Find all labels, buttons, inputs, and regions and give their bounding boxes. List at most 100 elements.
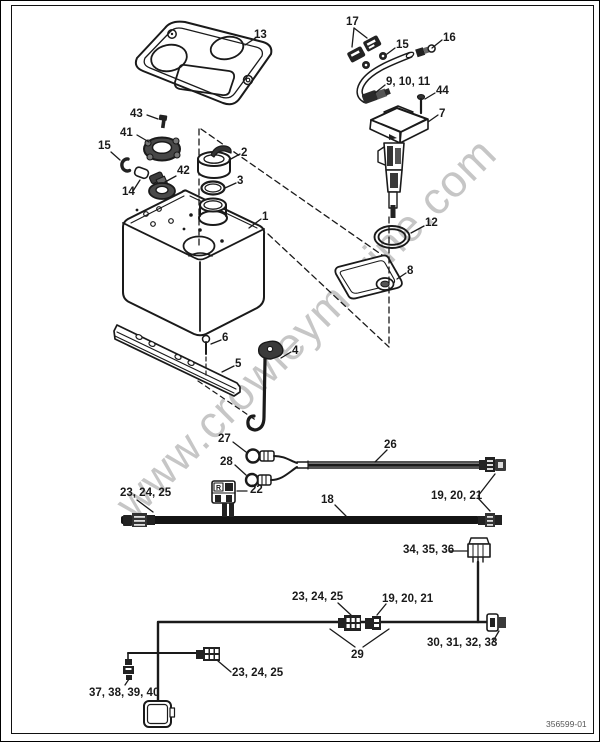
part-22-fuse-connector: R bbox=[211, 480, 236, 517]
callout-15-top: 15 bbox=[396, 39, 409, 51]
callout-5: 5 bbox=[235, 358, 242, 370]
leader-43 bbox=[146, 114, 159, 120]
callout-17: 17 bbox=[346, 16, 359, 28]
harness-module-box bbox=[143, 700, 176, 728]
leader-8 bbox=[396, 272, 407, 280]
callout-2: 2 bbox=[241, 147, 248, 159]
callout-34-35-36: 34, 35, 36 bbox=[403, 544, 455, 556]
document-number: 356599-01 bbox=[546, 719, 587, 729]
callout-4: 4 bbox=[292, 345, 299, 357]
leader-28 bbox=[234, 464, 247, 476]
part-26-sender-lead-wire bbox=[296, 457, 506, 472]
part-29-wiring-harness bbox=[127, 560, 492, 704]
part-13-tank-cover bbox=[134, 20, 273, 106]
part-1-fuel-tank bbox=[122, 189, 266, 337]
callout-14: 14 bbox=[122, 186, 135, 198]
callout-42: 42 bbox=[177, 165, 190, 177]
callout-19-20-21-mid: 19, 20, 21 bbox=[382, 593, 434, 605]
part-2-filler-cap bbox=[197, 145, 232, 179]
leader-29b bbox=[362, 628, 390, 648]
connector-22-marking: R bbox=[216, 485, 221, 492]
connector-19-20-21-mid bbox=[365, 616, 381, 630]
callout-12: 12 bbox=[425, 217, 438, 229]
part-9-10-11-elbow-fitting bbox=[361, 88, 391, 104]
part-6-screw bbox=[201, 334, 211, 376]
tank-filler-neck bbox=[198, 197, 228, 226]
leader-18 bbox=[334, 504, 347, 517]
leader-42 bbox=[164, 175, 177, 183]
callout-13: 13 bbox=[254, 29, 267, 41]
callout-1: 1 bbox=[262, 211, 269, 223]
part-15-hose-clamps bbox=[362, 52, 387, 69]
leader-lines bbox=[110, 27, 500, 686]
connector-37-38-39-40 bbox=[123, 659, 134, 680]
leader-41 bbox=[136, 134, 150, 143]
leader-23-24-25-left bbox=[136, 499, 154, 513]
leader-44 bbox=[424, 92, 436, 100]
callout-7: 7 bbox=[439, 108, 446, 120]
leader-15-left bbox=[110, 151, 121, 161]
leader-12 bbox=[410, 225, 425, 234]
part-8-retainer-plate bbox=[334, 254, 403, 300]
callout-37-38-39-40: 37, 38, 39, 40 bbox=[89, 687, 160, 699]
fuel-hose bbox=[356, 51, 415, 104]
part-15-clip-left bbox=[120, 157, 132, 173]
leader-3 bbox=[224, 182, 237, 189]
callout-8: 8 bbox=[407, 265, 414, 277]
part-12-o-ring bbox=[373, 225, 411, 249]
callout-26: 26 bbox=[384, 439, 397, 451]
callout-43: 43 bbox=[130, 108, 143, 120]
leader-30-31-32-33 bbox=[491, 630, 500, 644]
leader-5 bbox=[221, 365, 235, 373]
leader-1 bbox=[248, 218, 262, 229]
callout-18: 18 bbox=[321, 494, 334, 506]
callout-41: 41 bbox=[120, 127, 133, 139]
leader-19-20-21-b bbox=[477, 497, 491, 512]
leader-4 bbox=[280, 351, 292, 359]
leader-16 bbox=[431, 39, 443, 49]
leader-19-20-21-a bbox=[477, 473, 496, 497]
leader-9-10-11 bbox=[374, 84, 386, 94]
callout-23-24-25-mid: 23, 24, 25 bbox=[292, 591, 344, 603]
callout-23-24-25-left: 23, 24, 25 bbox=[120, 487, 172, 499]
leader-26 bbox=[374, 449, 388, 463]
part-43-screw bbox=[158, 114, 168, 129]
leader-23-24-25-mid bbox=[337, 602, 352, 616]
part-44-screw bbox=[416, 93, 426, 115]
leader-37-38-39-40 bbox=[124, 678, 130, 686]
leader-19-20-21-mid bbox=[376, 603, 387, 616]
leader-27 bbox=[232, 441, 247, 453]
callout-3: 3 bbox=[237, 175, 244, 187]
part-28-ring-terminal bbox=[244, 466, 298, 488]
leader-2 bbox=[228, 153, 241, 161]
part-27-ring-terminal bbox=[245, 448, 298, 464]
callout-16: 16 bbox=[443, 32, 456, 44]
leader-17a bbox=[353, 27, 368, 39]
leader-14 bbox=[132, 179, 141, 192]
leader-15-top bbox=[386, 47, 396, 55]
callout-23-24-25-bottom: 23, 24, 25 bbox=[232, 667, 284, 679]
callout-19-20-21-right: 19, 20, 21 bbox=[431, 490, 483, 502]
callout-6: 6 bbox=[222, 332, 229, 344]
part-3-gasket bbox=[200, 180, 226, 196]
connector-23-24-25-bottom bbox=[196, 647, 220, 661]
part-16-fitting bbox=[415, 44, 436, 58]
leader-23-24-25-bottom bbox=[217, 660, 232, 673]
part-4-hold-down-rod bbox=[197, 340, 284, 432]
part-14-spacer bbox=[133, 166, 150, 180]
part-42-pickup-fitting bbox=[148, 171, 176, 200]
callout-15-left: 15 bbox=[98, 140, 111, 152]
leader-13 bbox=[244, 36, 258, 46]
callout-30-31-32-33: 30, 31, 32, 33 bbox=[427, 637, 498, 649]
connector-30-31-32-33 bbox=[486, 613, 506, 632]
connector-23-24-25-mid bbox=[338, 615, 361, 631]
leader-29a bbox=[329, 628, 356, 648]
leader-7 bbox=[427, 114, 439, 123]
callout-22: 22 bbox=[250, 484, 263, 496]
part-5-mounting-rail bbox=[113, 324, 241, 397]
callout-27: 27 bbox=[218, 433, 231, 445]
leader-6 bbox=[210, 339, 222, 345]
part-7-fuel-sender bbox=[369, 105, 429, 218]
